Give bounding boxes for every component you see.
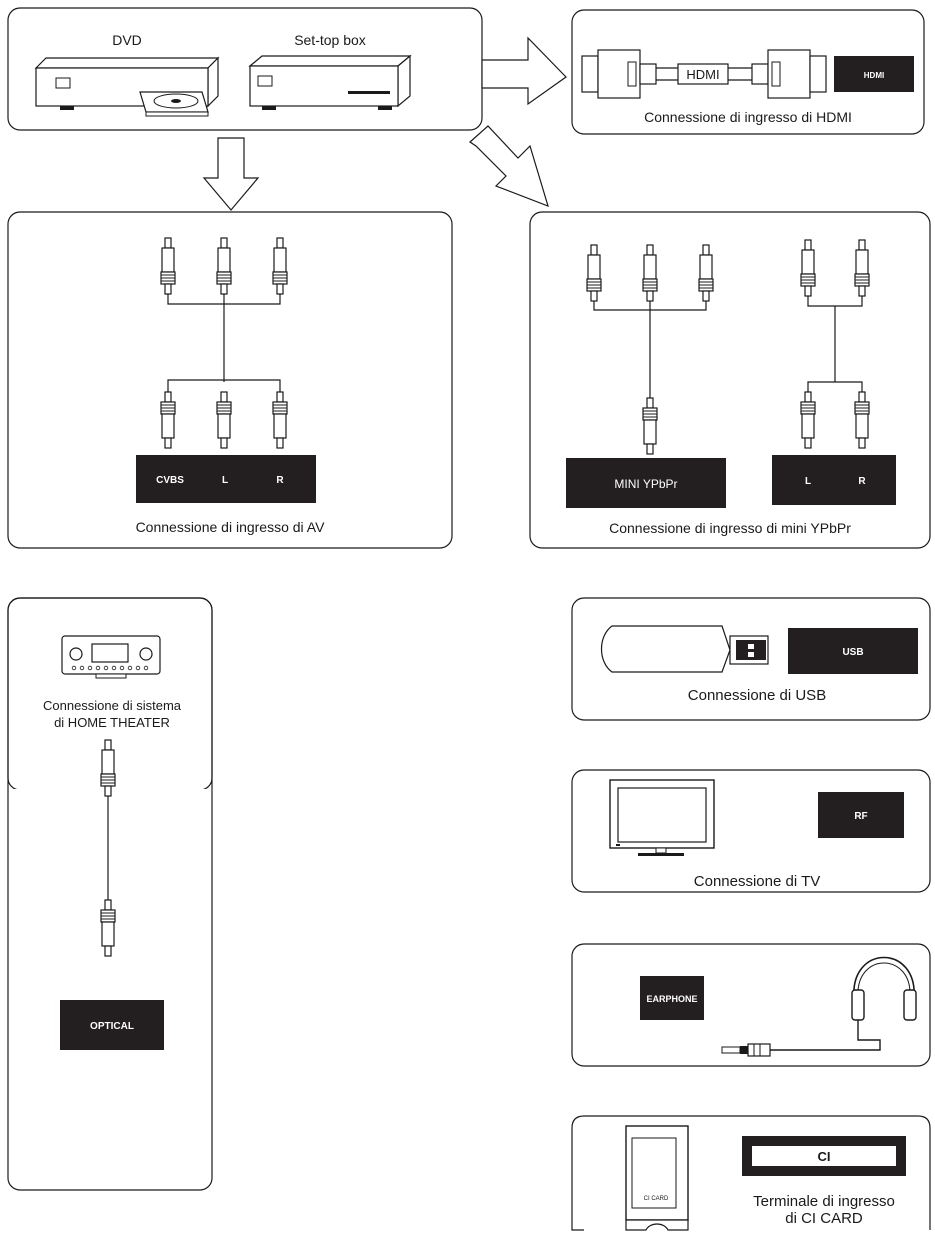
usb-port [788,628,918,674]
rf-port-label: RF [854,811,867,822]
ci-panel: CI CARD CI Terminale di ingresso di CI C… [571,1115,931,1231]
usb-port-label: USB [842,647,863,658]
hdmi-caption: Connessione di ingresso di HDMI [644,109,852,125]
ypbpr-caption: Connessione di ingresso di mini YPbPr [609,520,851,536]
usb-caption: Connessione di USB [688,687,826,704]
tv-icon [609,779,715,856]
rf-port [818,792,904,838]
sources-panel: DVD Set-top box [7,7,483,131]
earphone-port-label: EARPHONE [646,994,697,1004]
optical-port-label: OPTICAL [90,1021,134,1032]
av-caption: Connessione di ingresso di AV [136,519,326,535]
usb-drive-icon [600,625,769,673]
home-theater-outline [7,597,213,1191]
av-port-r: R [276,475,284,486]
usb-panel: USB Connessione di USB [571,597,931,721]
ci-port-label: CI [818,1149,831,1164]
arrow-right-icon [481,36,567,106]
home-theater-caption-1: Connessione di sistema [43,698,182,713]
hdmi-port-label: HDMI [864,71,884,80]
dvd-label: DVD [112,32,142,48]
ypbpr-audio-l: L [805,476,811,487]
av-port-cvbs: CVBS [156,475,184,486]
set-top-box-icon [248,54,412,110]
ci-port-slot [752,1146,896,1166]
hdmi-panel: HDMI HDMI Connessione di ingresso di HDM… [571,9,925,135]
hdmi-cable-label: HDMI [686,67,719,82]
ypbpr-port [566,458,726,508]
headphones-icon [770,956,917,1051]
dvd-player-icon [34,56,220,117]
optical-cable-icon [100,739,116,957]
ypbpr-audio-r: R [858,476,866,487]
home-theater-panel: Connessione di sistema di HOME THEATER [7,597,213,791]
ci-card-label: CI CARD [644,1196,669,1202]
earphone-panel: EARPHONE [571,943,931,1067]
av-port [136,455,316,503]
av-port-l: L [222,475,228,486]
ci-caption-1: Terminale di ingresso [753,1193,895,1210]
tv-panel: RF Connessione di TV [571,769,931,893]
ypbpr-panel: MINI YPbPr L R Connessione di ingresso d… [529,211,931,549]
hdmi-cable-icon [581,49,827,99]
earphone-port-box [640,976,704,1020]
ypbpr-audio-port [772,455,896,505]
arrow-down-icon [202,137,260,211]
home-theater-caption-2: di HOME THEATER [54,715,170,730]
amplifier-icon [61,635,161,679]
ci-card-icon [625,1125,689,1231]
hdmi-port [834,56,914,92]
ci-caption-2: di CI CARD [785,1210,863,1227]
stb-label: Set-top box [294,32,366,48]
av-panel: CVBS L R Connessione di ingresso di AV [7,211,453,549]
tv-caption: Connessione di TV [694,873,820,890]
arrow-diagonal-icon [469,125,549,207]
earphone-jack-icon [721,1043,771,1057]
optical-port-box [60,1000,164,1050]
ypbpr-port-label: MINI YPbPr [614,477,677,491]
